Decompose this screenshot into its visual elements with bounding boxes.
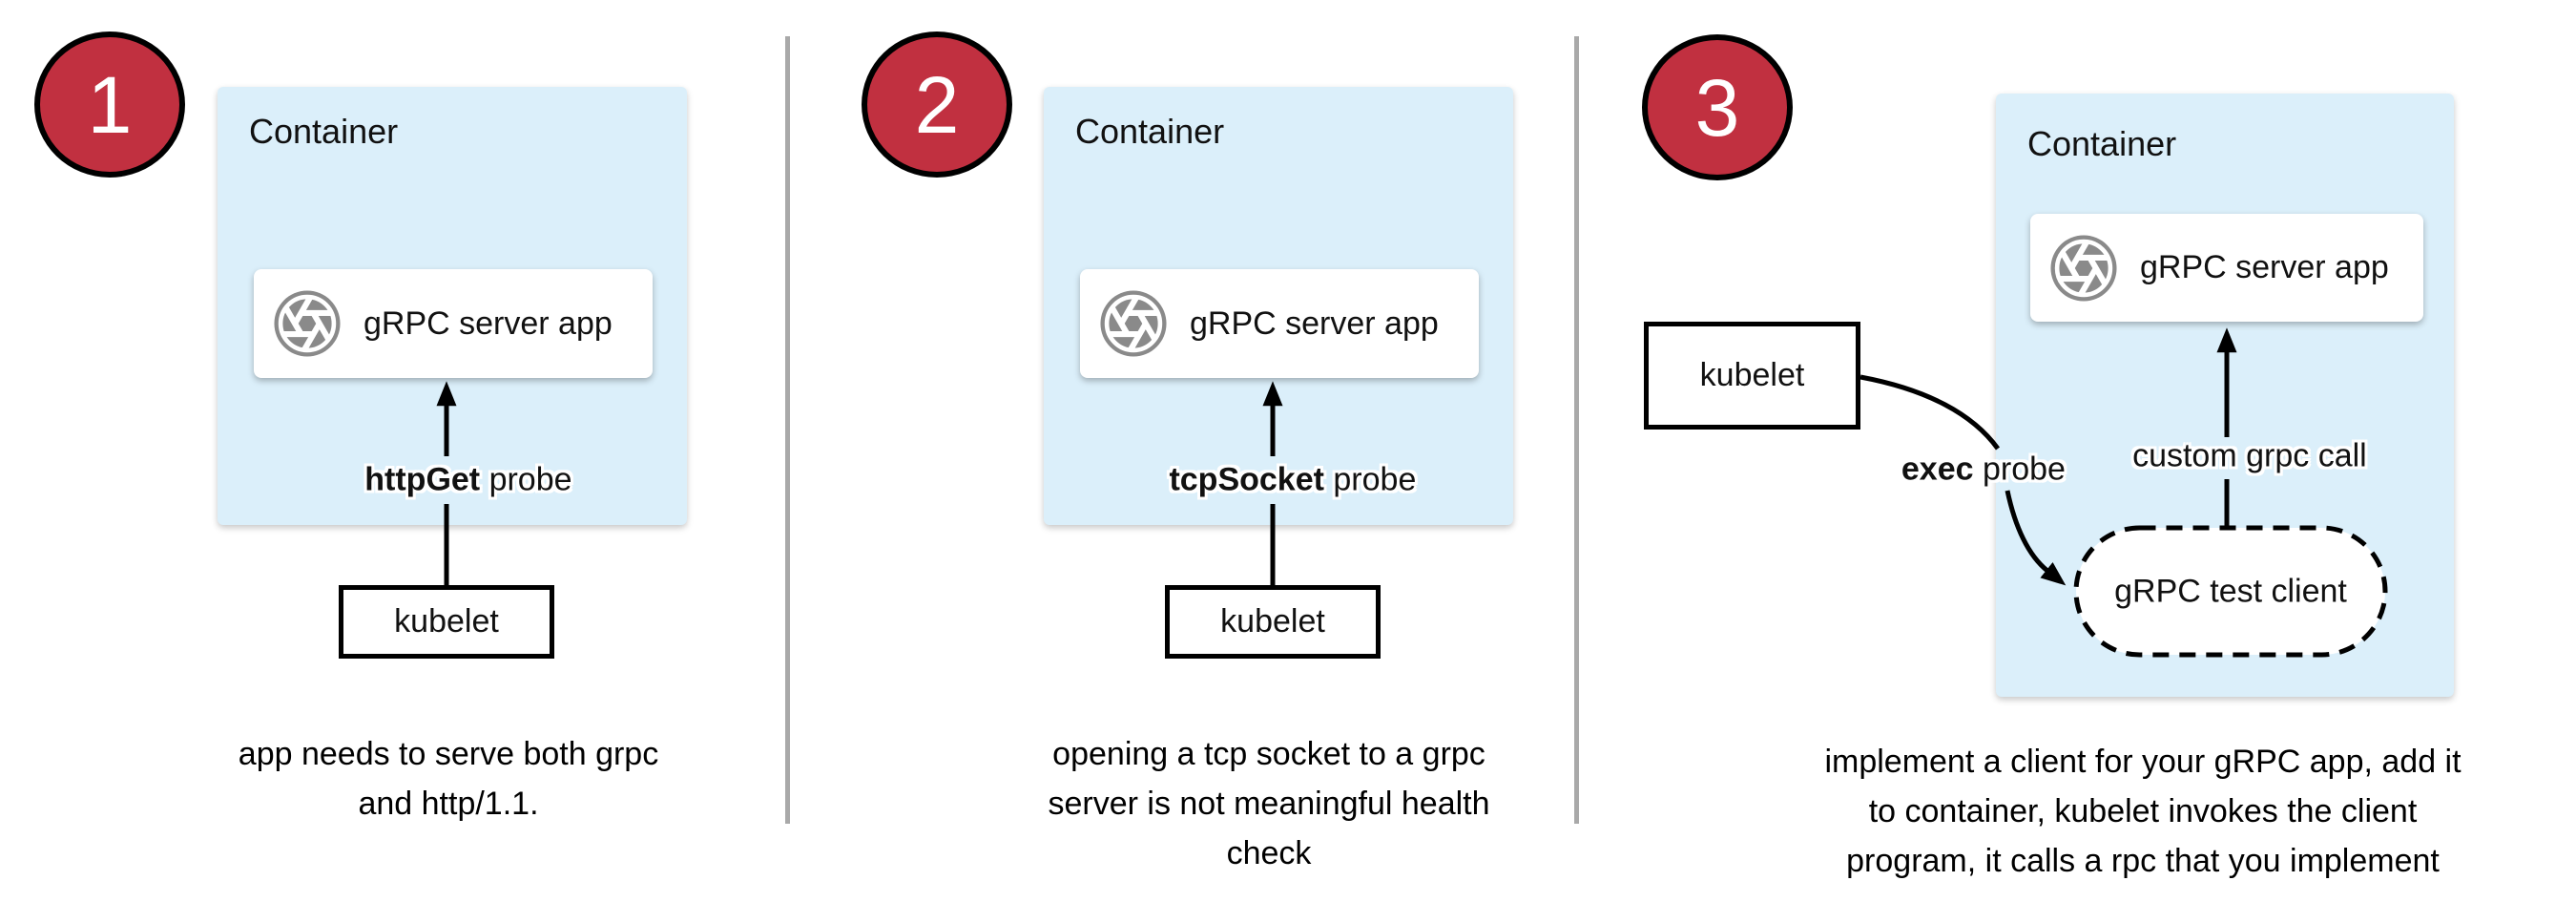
grpc-server-app-node-3: gRPC server app	[2030, 214, 2423, 322]
kubelet-node-2: kubelet	[1165, 585, 1381, 659]
probe-kind: exec	[1901, 451, 1974, 488]
caption-line: server is not meaningful health	[1048, 786, 1490, 822]
probe-label-exec: exec probe	[1901, 451, 2066, 488]
caption-3: implement a client for your gRPC app, ad…	[1824, 737, 2461, 886]
grpc-server-app-node-2: gRPC server app	[1080, 269, 1479, 378]
aperture-icon	[2048, 233, 2119, 304]
grpc-server-app-node-1: gRPC server app	[254, 269, 653, 378]
probe-kind: tcpSocket	[1169, 461, 1324, 498]
container-label: Container	[249, 112, 399, 151]
container-label: Container	[1075, 112, 1225, 151]
grpc-server-app-label: gRPC server app	[364, 304, 613, 342]
caption-line: program, it calls a rpc that you impleme…	[1846, 843, 2440, 879]
caption-2: opening a tcp socket to a grpc server is…	[1048, 729, 1489, 878]
kubelet-label: kubelet	[1220, 603, 1325, 640]
step-badge-1: 1	[34, 31, 185, 178]
panel-divider-2	[1574, 36, 1579, 824]
kubelet-label: kubelet	[1699, 357, 1805, 393]
grpc-test-client-label: gRPC test client	[2114, 573, 2347, 610]
caption-line: implement a client for your gRPC app, ad…	[1824, 744, 2462, 780]
probe-kind: httpGet	[364, 461, 481, 498]
container-label: Container	[2027, 124, 2177, 163]
probe-label-tcpsocket: tcpSocket probe	[1169, 461, 1417, 498]
custom-grpc-call-label: custom grpc call	[2132, 437, 2367, 474]
kubelet-node-1: kubelet	[339, 585, 554, 659]
grpc-server-app-label: gRPC server app	[2140, 249, 2389, 285]
kubelet-node-3: kubelet	[1644, 322, 1860, 430]
step-number: 3	[1694, 62, 1740, 153]
caption-line: and http/1.1.	[358, 786, 539, 822]
caption-line: opening a tcp socket to a grpc	[1052, 736, 1485, 772]
caption-line: check	[1226, 835, 1312, 871]
kubelet-label: kubelet	[394, 603, 499, 640]
step-number: 1	[87, 59, 133, 150]
step-badge-3: 3	[1642, 34, 1793, 180]
step-badge-2: 2	[862, 31, 1012, 178]
caption-1: app needs to serve both grpc and http/1.…	[239, 729, 658, 829]
probe-label-httpget: httpGet probe	[364, 461, 572, 498]
caption-line: app needs to serve both grpc	[238, 736, 659, 772]
caption-line: to container, kubelet invokes the client	[1868, 793, 2418, 829]
aperture-icon	[1098, 288, 1169, 359]
grpc-server-app-label: gRPC server app	[1190, 304, 1439, 342]
panel-divider-1	[785, 36, 790, 824]
aperture-icon	[272, 288, 343, 359]
step-number: 2	[914, 59, 960, 150]
